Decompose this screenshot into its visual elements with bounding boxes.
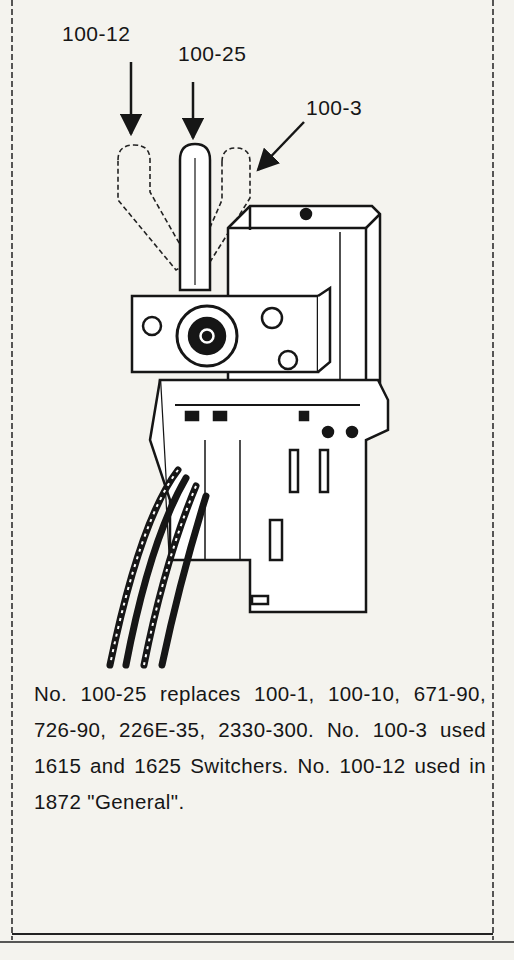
- wire-braid: [110, 470, 196, 665]
- caption: No. 100-25 replaces 100-1, 100-10, 671-9…: [34, 676, 486, 820]
- lead-wires: [110, 470, 206, 665]
- callout-number: 100-12: [62, 22, 130, 46]
- callout-number: 100-3: [306, 96, 362, 120]
- lever: [180, 144, 210, 290]
- callout-number: 100-25: [178, 42, 246, 66]
- drum-plate: [132, 288, 330, 372]
- leader-arrows: [131, 62, 304, 170]
